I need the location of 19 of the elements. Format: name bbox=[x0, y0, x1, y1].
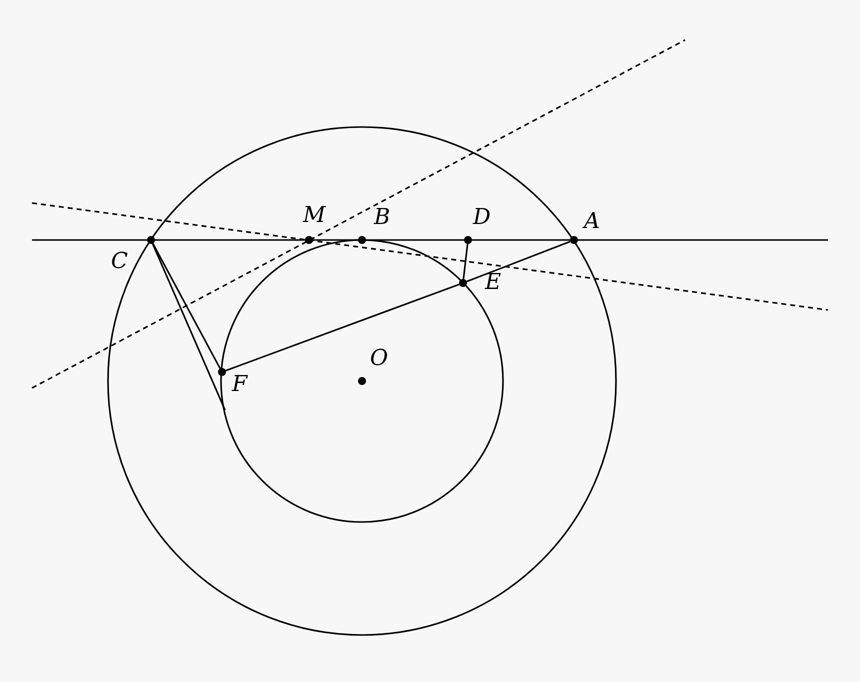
line-segment bbox=[155, 239, 305, 241]
line-segment bbox=[225, 284, 460, 372]
point-label: C bbox=[111, 250, 128, 274]
line-segment bbox=[313, 239, 358, 241]
point-label: B bbox=[374, 206, 390, 230]
line-segment bbox=[466, 240, 571, 282]
point-label: D bbox=[473, 206, 491, 230]
point-label: A bbox=[584, 210, 600, 234]
point-label: F bbox=[232, 373, 248, 397]
point-label: O bbox=[370, 347, 388, 371]
point-label: E bbox=[485, 271, 502, 295]
line-segment bbox=[152, 243, 226, 410]
line-segment bbox=[472, 239, 570, 241]
point-label: M bbox=[303, 204, 326, 228]
line-segment bbox=[32, 239, 147, 241]
line-segment bbox=[462, 244, 468, 280]
line-segment bbox=[578, 239, 828, 241]
line-segment bbox=[152, 243, 221, 369]
line-segment bbox=[366, 239, 464, 241]
